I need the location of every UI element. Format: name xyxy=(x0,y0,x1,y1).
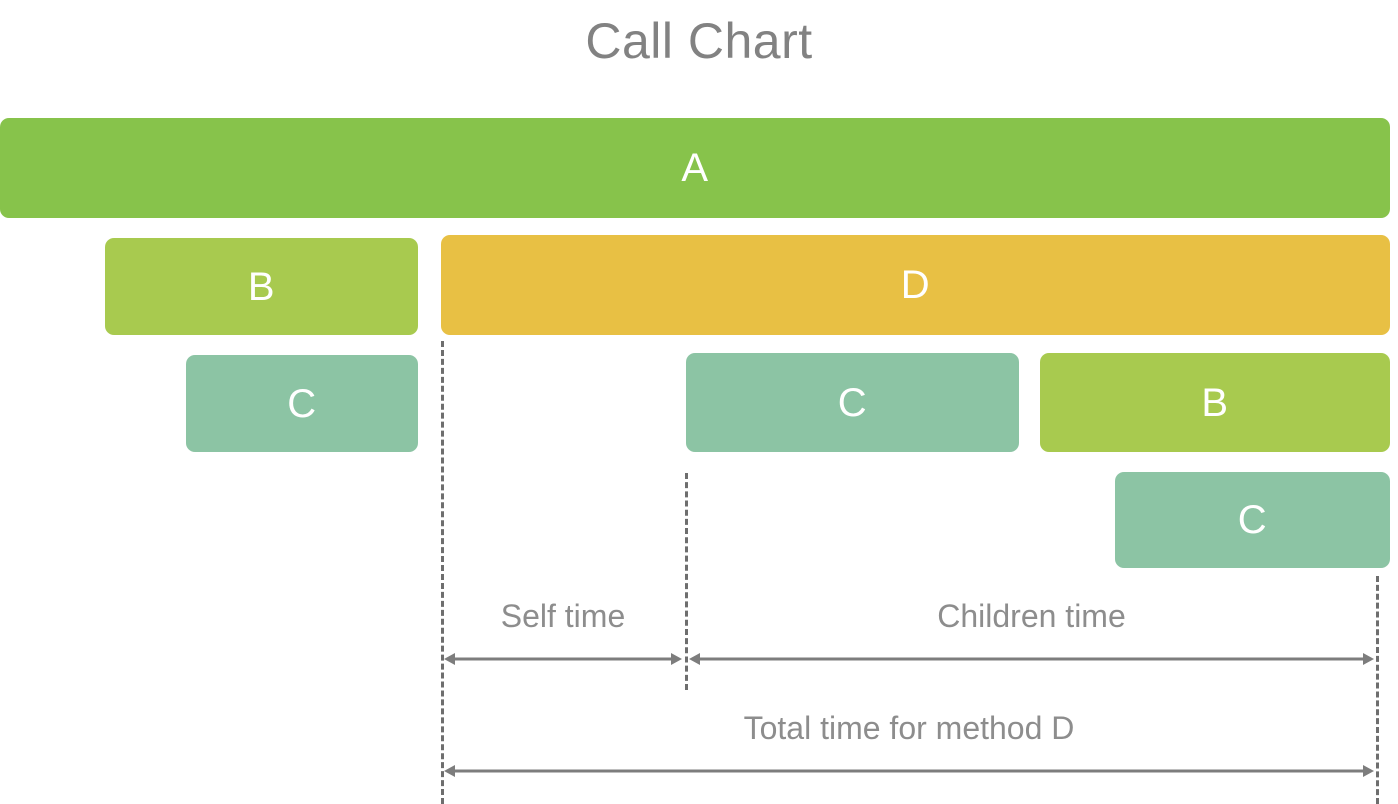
call-bar-d[interactable]: D xyxy=(441,235,1390,335)
call-bar-label-a: A xyxy=(681,146,709,190)
call-bar-label-c-mid: C xyxy=(837,380,868,425)
self-time-arrow xyxy=(444,653,682,665)
children-time-arrow xyxy=(689,653,1374,665)
total-time-arrow xyxy=(444,765,1374,777)
call-bar-a[interactable]: A xyxy=(0,118,1390,218)
guide-line-d-start xyxy=(441,341,444,804)
call-bar-label-c-bottom: C xyxy=(1237,498,1268,542)
call-bar-label-b-left: B xyxy=(247,264,276,309)
total-time-label: Total time for method D xyxy=(743,710,1075,746)
call-bar-b-left[interactable]: B xyxy=(105,238,418,335)
call-bar-label-b-right: B xyxy=(1201,380,1229,425)
call-bar-c-bottom[interactable]: C xyxy=(1115,472,1390,568)
guide-line-self-children-split xyxy=(685,473,688,690)
guide-line-d-end xyxy=(1376,576,1379,804)
self-time-label: Self time xyxy=(500,598,626,634)
call-bar-c-mid[interactable]: C xyxy=(686,353,1019,452)
children-time-label: Children time xyxy=(937,598,1126,634)
call-bar-c-left[interactable]: C xyxy=(186,355,418,452)
call-bar-label-d: D xyxy=(900,263,931,307)
call-bar-b-right[interactable]: B xyxy=(1040,353,1390,452)
page-title: Call Chart xyxy=(585,13,813,69)
call-bar-label-c-left: C xyxy=(287,381,317,426)
